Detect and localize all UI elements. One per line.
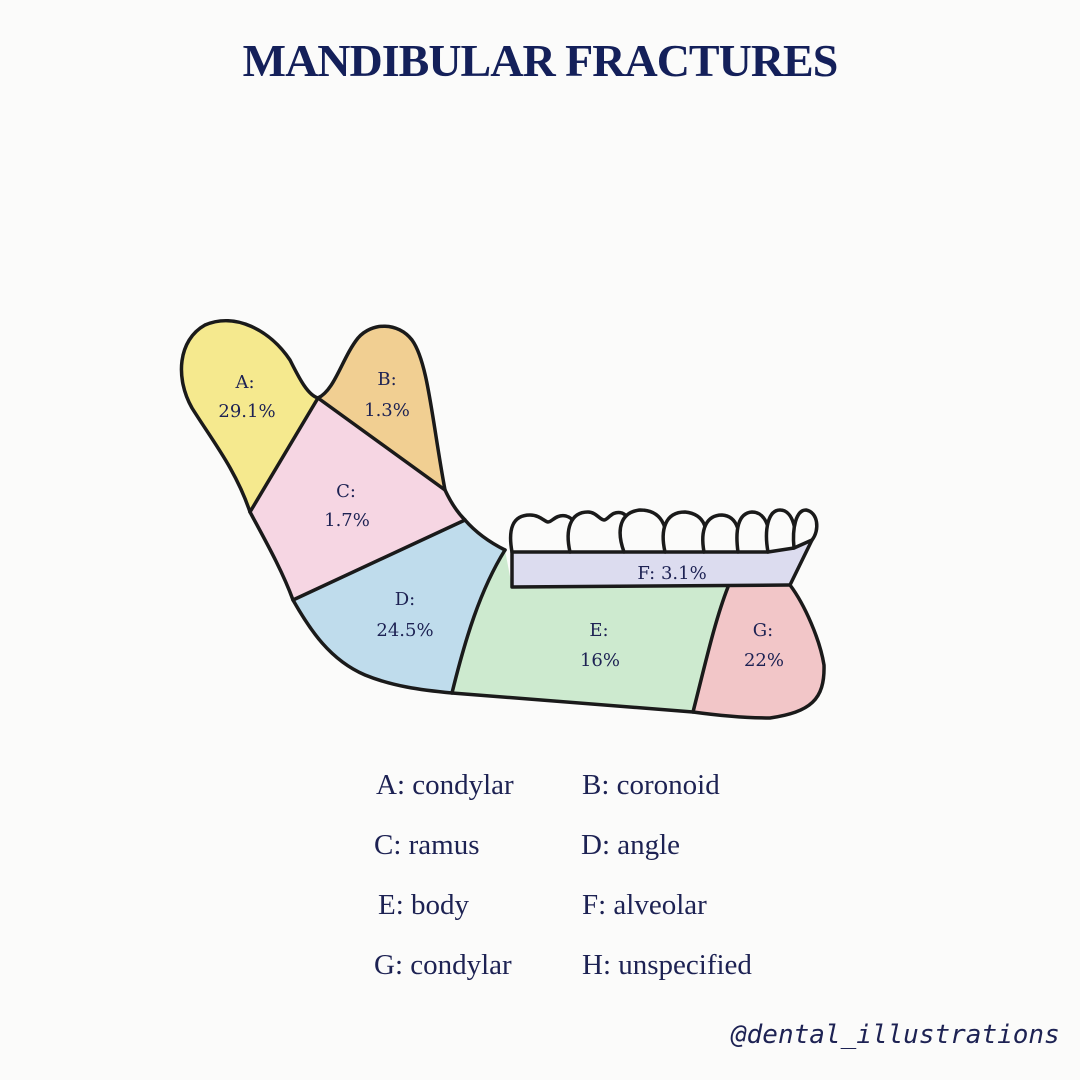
- region-e-value: 16%: [580, 650, 620, 671]
- division-b-c: [316, 396, 447, 492]
- region-g-label: G:: [753, 620, 773, 641]
- region-a-condylar: [181, 320, 318, 512]
- legend-item-c: C: ramus: [374, 829, 480, 861]
- tooth-8: [791, 508, 819, 550]
- legend-item-g: G: condylar: [374, 949, 512, 981]
- division-d-e: [450, 548, 507, 695]
- division-e-g: [691, 585, 730, 714]
- region-c-ramus: [250, 398, 465, 600]
- region-d-label: D:: [395, 589, 416, 610]
- legend-item-b: B: coronoid: [582, 769, 720, 801]
- teeth: [508, 508, 819, 554]
- region-g-symphysis: [693, 585, 825, 718]
- division-a-c: [248, 396, 320, 514]
- region-c-label: C:: [336, 481, 356, 502]
- mandible-outline: [179, 319, 826, 720]
- region-b-value: 1.3%: [364, 400, 410, 421]
- legend-item-d: D: angle: [581, 829, 681, 861]
- region-a-value: 29.1%: [218, 401, 275, 422]
- region-d-value: 24.5%: [376, 620, 433, 641]
- region-d-angle: [293, 520, 505, 693]
- alveolar-outline: [510, 550, 792, 589]
- region-e-label: E:: [589, 620, 608, 641]
- region-c-value: 1.7%: [324, 510, 370, 531]
- region-g-value: 22%: [744, 650, 784, 671]
- region-a-label: A:: [234, 372, 254, 393]
- division-c-d: [291, 518, 467, 602]
- legend-item-e: E: body: [378, 889, 470, 921]
- region-e-body: [452, 550, 728, 712]
- region-f-label: F: 3.1%: [637, 563, 706, 584]
- legend-item-h: H: unspecified: [582, 949, 752, 981]
- region-b-label: B:: [377, 369, 396, 390]
- legend-item-a: A: condylar: [376, 769, 514, 801]
- legend-item-f: F: alveolar: [582, 889, 707, 921]
- region-b-coronoid: [318, 326, 445, 490]
- page-title: MANDIBULAR FRACTURES: [242, 35, 839, 86]
- author-handle: @dental_illustrations: [731, 1020, 1060, 1050]
